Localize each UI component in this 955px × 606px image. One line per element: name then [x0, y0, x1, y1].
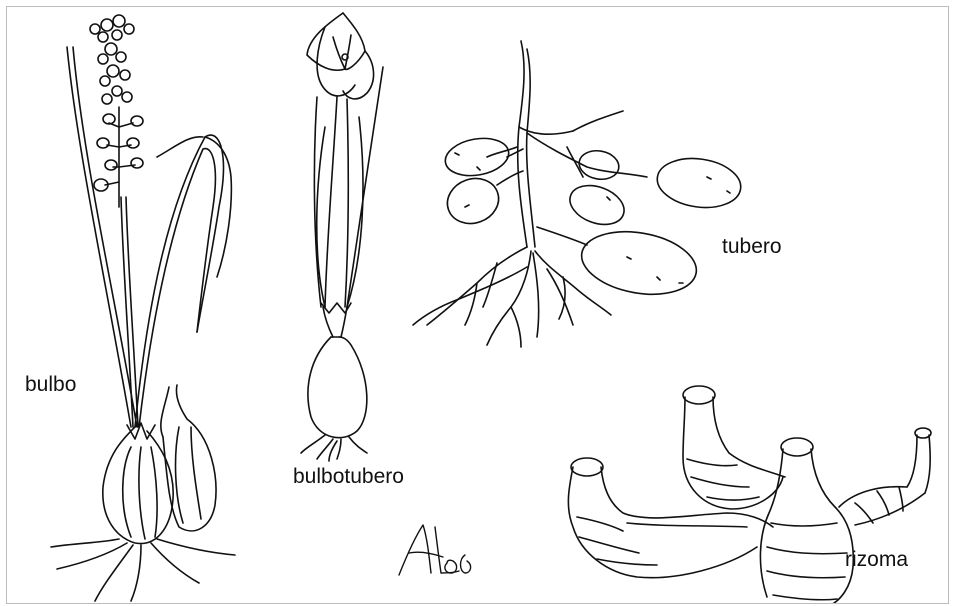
label-bulbo: bulbo	[25, 373, 76, 397]
label-tubero: tubero	[722, 235, 782, 259]
plant-organs-drawing	[7, 7, 948, 603]
artist-signature-drawing	[399, 525, 471, 575]
illustration-panel: bulbo bulbotubero tubero rizoma	[6, 6, 949, 604]
bulbo-flower-cluster	[90, 15, 143, 207]
label-rizoma: rizoma	[845, 548, 908, 572]
label-bulbotubero: bulbotubero	[293, 465, 404, 489]
tubero-plant	[413, 41, 744, 347]
bulbo-plant	[51, 15, 235, 601]
bulbotubero-plant	[301, 13, 383, 461]
